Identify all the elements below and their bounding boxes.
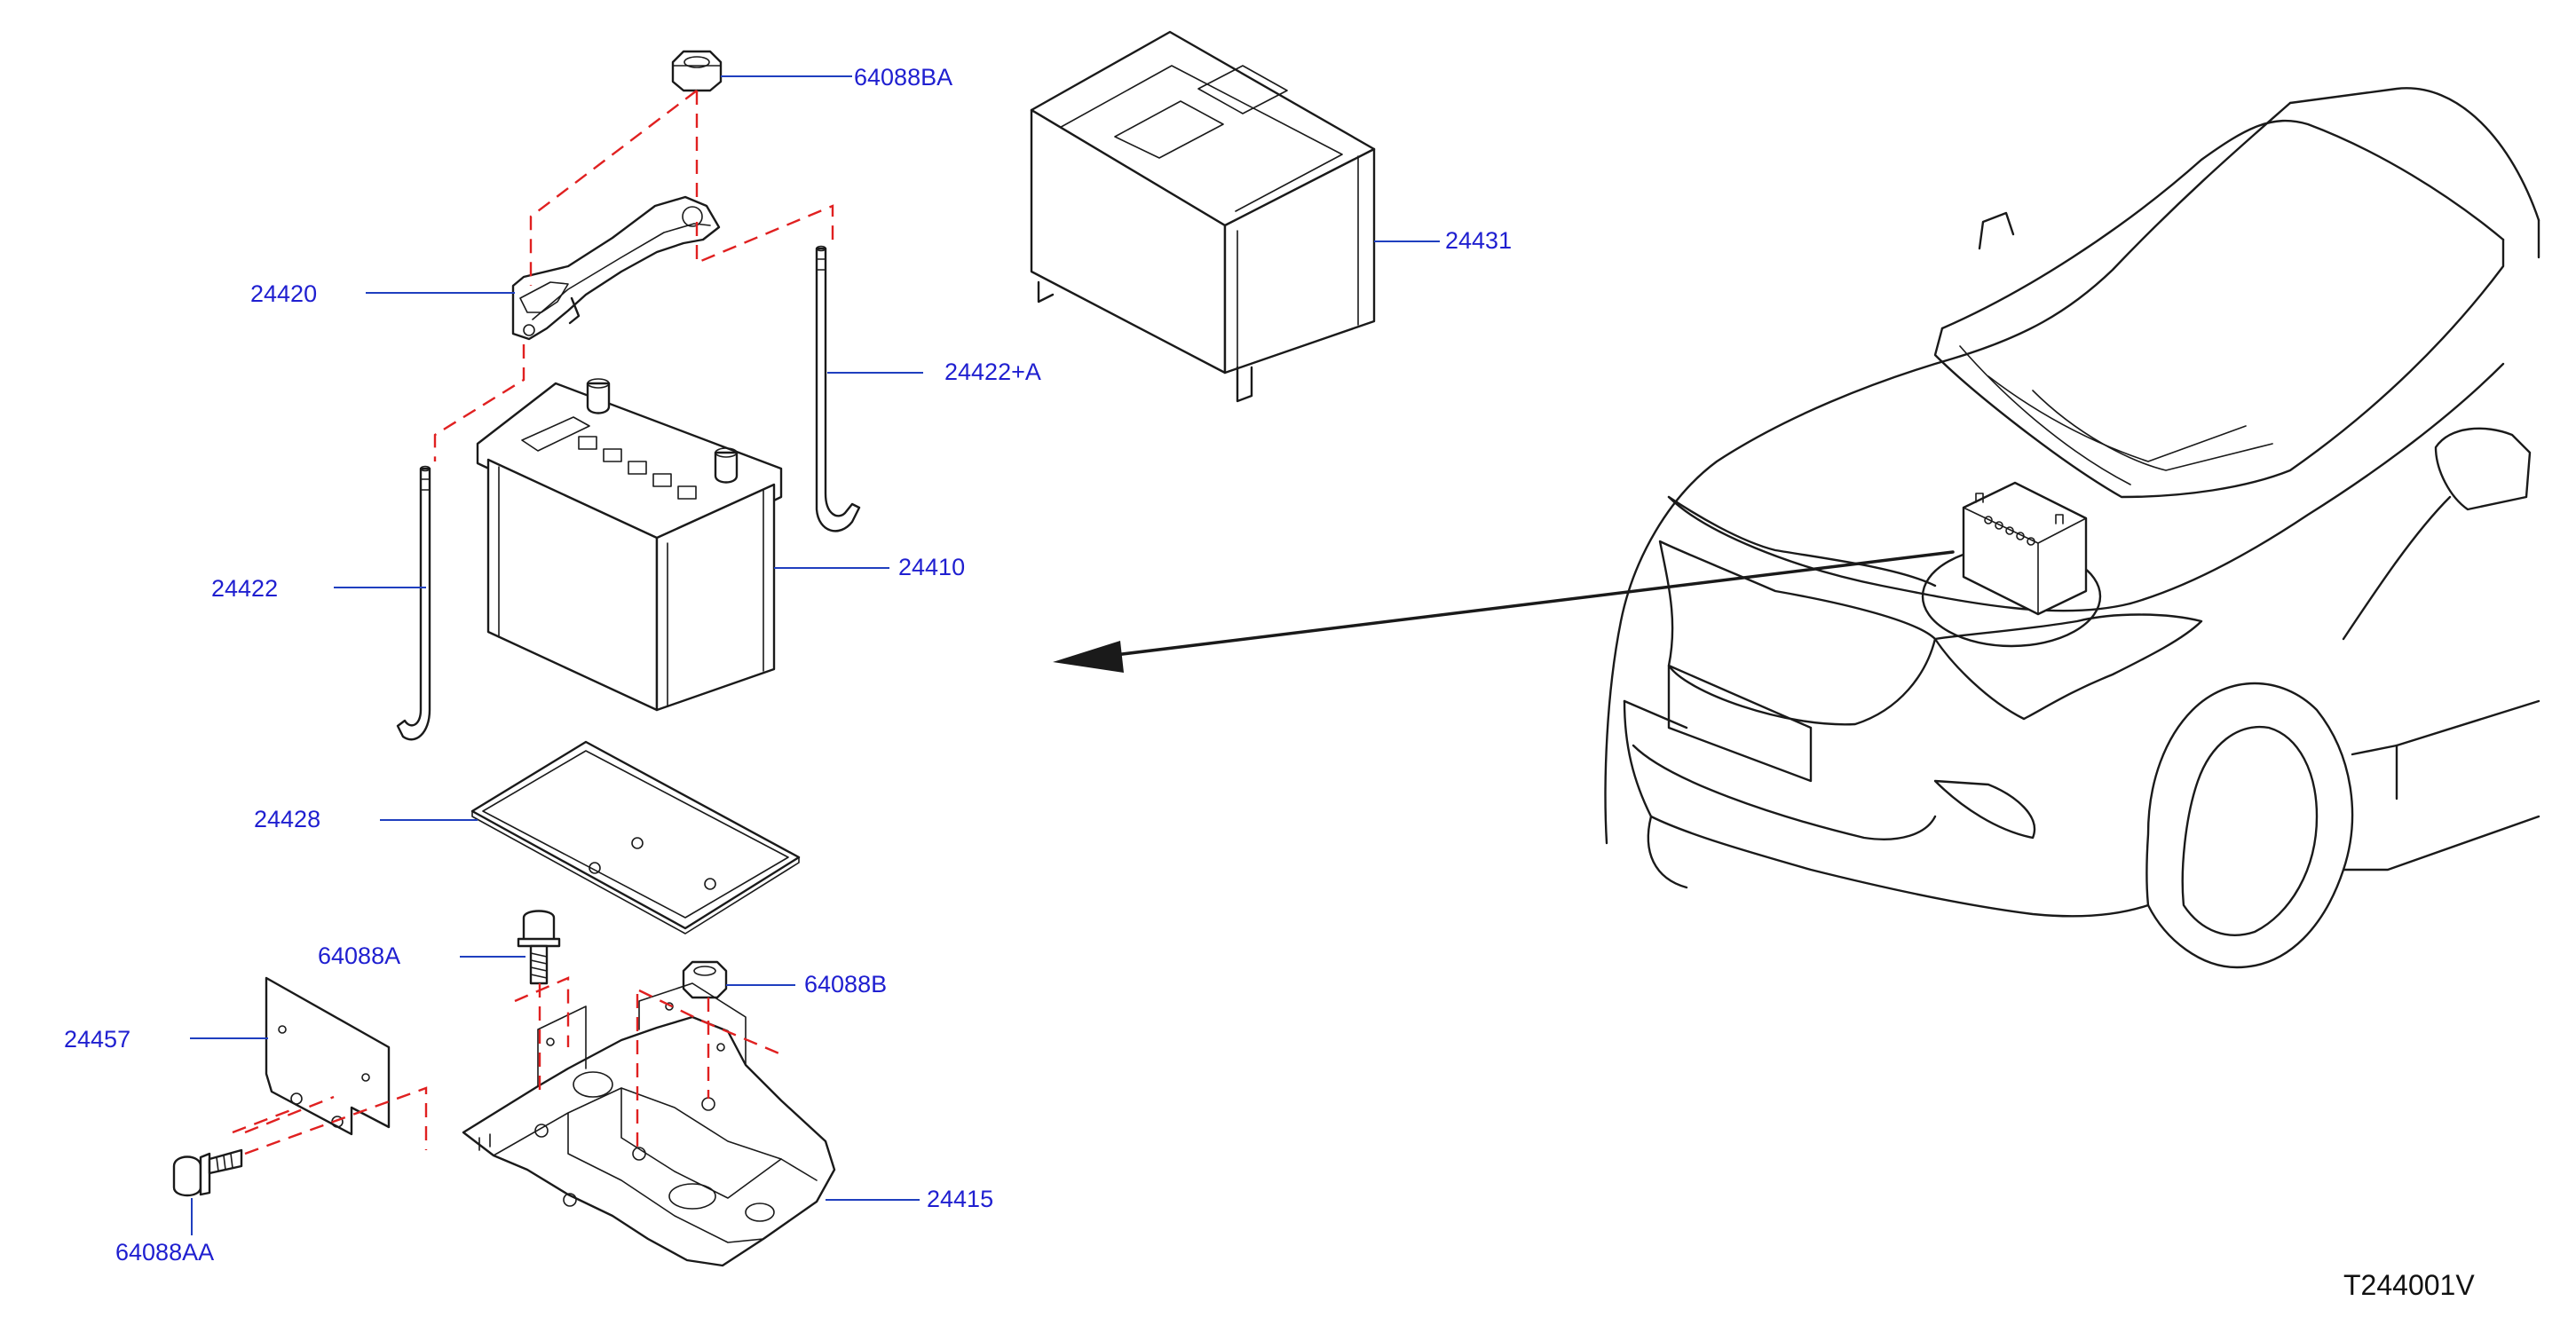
bolt-64088aa-drawing	[172, 1148, 243, 1197]
battery-cover-drawing	[1030, 30, 1376, 403]
dash-nut-guide	[638, 989, 782, 1056]
dash-bracket-to-right-rod	[695, 204, 834, 264]
dash-bolt-to-bracket	[244, 1086, 428, 1155]
vehicle-drawing	[1604, 87, 2540, 969]
callout-64088aa[interactable]: 64088AA	[115, 1239, 215, 1266]
battery-drawing	[476, 378, 783, 712]
callout-24428[interactable]: 24428	[254, 806, 321, 832]
callout-64088b[interactable]: 64088B	[804, 971, 888, 998]
diagram-document-id: T244001V	[2343, 1269, 2475, 1301]
bolt-64088a-drawing	[517, 910, 561, 985]
location-pointer-arrow	[1053, 550, 1955, 673]
insulator-plate-drawing	[265, 976, 391, 1136]
callout-24457[interactable]: 24457	[64, 1026, 131, 1053]
callout-64088a[interactable]: 64088A	[318, 942, 401, 969]
rod-right-drawing	[815, 245, 861, 532]
callout-64088ba[interactable]: 64088BA	[854, 64, 953, 91]
rod-left-drawing	[396, 465, 431, 741]
nut-64088ba-drawing	[671, 50, 723, 92]
callout-24410[interactable]: 24410	[898, 554, 966, 580]
callout-24431[interactable]: 24431	[1445, 227, 1513, 254]
hold-down-bracket-drawing	[511, 195, 721, 341]
lower-bracket-drawing	[462, 982, 836, 1267]
dash-nut-to-left-slot	[529, 90, 698, 286]
callout-24422-a[interactable]: 24422+A	[944, 359, 1041, 385]
battery-tray-drawing	[470, 740, 801, 935]
dash-bolt-to-plate	[232, 1095, 335, 1134]
callout-24420[interactable]: 24420	[250, 280, 318, 307]
callout-24422[interactable]: 24422	[211, 575, 279, 602]
nut-64088b-drawing	[682, 960, 728, 999]
dash-bolt-guide	[514, 976, 570, 1047]
callout-24415[interactable]: 24415	[927, 1186, 994, 1212]
